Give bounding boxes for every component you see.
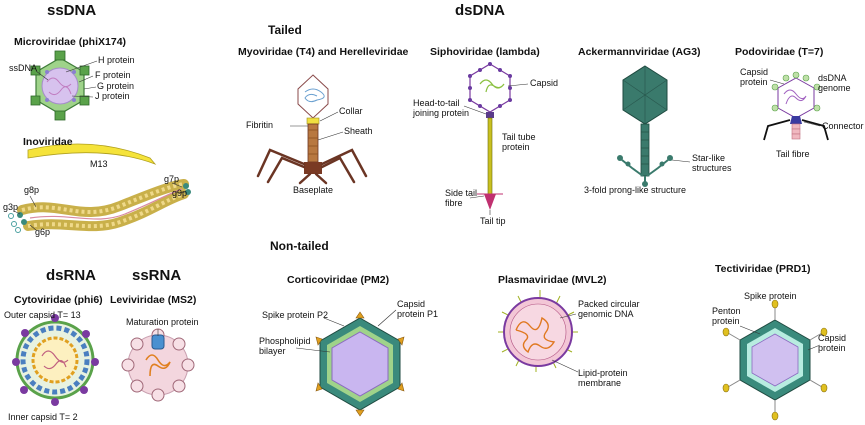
microviridae-virion	[30, 50, 98, 121]
label-ino-m13: M13	[90, 159, 108, 169]
family-podoviridae: Podoviridae (T=7)	[735, 46, 824, 58]
family-microviridae: Microviridae (phiX174)	[14, 36, 127, 48]
label-micro-g-protein: G protein	[97, 81, 135, 91]
family-inoviridae: Inoviridae	[23, 136, 73, 148]
plasmaviridae-virion	[498, 290, 579, 373]
label-myo-sheath: Sheath	[344, 126, 373, 136]
group-title-ssdna: ssDNA	[47, 2, 97, 19]
label-ino-g6p: g6p	[35, 227, 51, 237]
label-ino-g7p: g7p	[164, 174, 180, 184]
label-sipho-capsid: Capsid	[530, 78, 559, 88]
label-acker-star-like: Star-like structures	[692, 153, 732, 173]
subgroup-title-non-tailed: Non-tailed	[270, 239, 329, 253]
corticoviridae-virion	[295, 309, 405, 417]
group-title-ssrna: ssRNA	[132, 267, 182, 284]
label-ino-g9p: g9p	[172, 188, 188, 198]
family-tectiviridae: Tectiviridae (PRD1)	[715, 263, 811, 275]
inoviridae-filament	[8, 143, 191, 233]
label-sipho-tail-tip: Tail tip	[480, 216, 506, 226]
label-prd1-capsid: Capsid protein	[818, 333, 847, 353]
label-cyto-outer-capsid: Outer capsid T= 13	[4, 310, 81, 320]
label-podo-capsid: Capsid protein	[740, 67, 769, 87]
family-siphoviridae: Siphoviridae (lambda)	[430, 46, 540, 58]
label-mvl2-packed-dna: Packed circular genomic DNA	[578, 299, 640, 319]
label-podo-tail-fibre: Tail fibre	[776, 149, 810, 159]
label-cyto-inner-capsid: Inner capsid T= 2	[8, 412, 78, 422]
label-sipho-head-to-tail: Head-to-tail joining protein	[413, 98, 470, 118]
label-myo-baseplate: Baseplate	[293, 185, 334, 195]
label-sipho-tail-tube: Tail tube protein	[502, 132, 536, 152]
podoviridae-virion	[763, 71, 829, 141]
label-ino-g3p: g3p	[3, 202, 19, 212]
label-myo-collar: Collar	[339, 106, 363, 116]
family-corticoviridae: Corticoviridae (PM2)	[287, 274, 390, 286]
label-prd1-spike: Spike protein	[744, 291, 797, 301]
myoviridae-virion	[256, 74, 368, 185]
family-plasmaviridae: Plasmaviridae (MVL2)	[498, 274, 607, 286]
label-micro-ssdna: ssDNA	[9, 63, 38, 73]
label-prd1-penton: Penton protein	[712, 306, 741, 326]
label-acker-prong: 3-fold prong-like structure	[584, 185, 687, 195]
family-myoviridae: Myoviridae (T4) and Herelleviridae	[238, 46, 409, 58]
tectiviridae-virion	[722, 299, 828, 421]
label-ino-g8p: g8p	[24, 185, 40, 195]
leviviridae-virion	[121, 328, 195, 402]
label-pm2-spike: Spike protein P2	[262, 310, 329, 320]
cytoviridae-virion	[12, 314, 99, 406]
siphoviridae-virion	[463, 62, 529, 215]
group-title-dsdna: dsDNA	[455, 2, 506, 19]
ackermannviridae-virion	[617, 65, 691, 187]
label-podo-dsdna: dsDNA genome	[818, 73, 851, 93]
label-micro-h-protein: H protein	[98, 55, 135, 65]
label-levi-maturation-protein: Maturation protein	[126, 317, 199, 327]
label-sipho-side-tail-fibre: Side tail fibre	[445, 188, 478, 208]
label-podo-connector: Connector	[822, 121, 864, 131]
label-micro-f-protein: F protein	[95, 70, 131, 80]
family-ackermannviridae: Ackermannviridae (AG3)	[578, 46, 701, 58]
family-cytoviridae: Cytoviridae (phi6)	[14, 294, 103, 306]
label-micro-j-protein: J protein	[95, 91, 130, 101]
group-title-dsrna: dsRNA	[46, 267, 97, 284]
family-leviviridae: Leviviridae (MS2)	[110, 294, 197, 306]
label-pm2-bilayer: Phospholipid bilayer	[259, 336, 311, 356]
label-myo-fibritin: Fibritin	[246, 120, 274, 130]
label-pm2-capsid: Capsid protein P1	[397, 299, 439, 319]
subgroup-title-tailed: Tailed	[268, 23, 302, 37]
label-mvl2-membrane: Lipid-protein membrane	[578, 368, 628, 388]
